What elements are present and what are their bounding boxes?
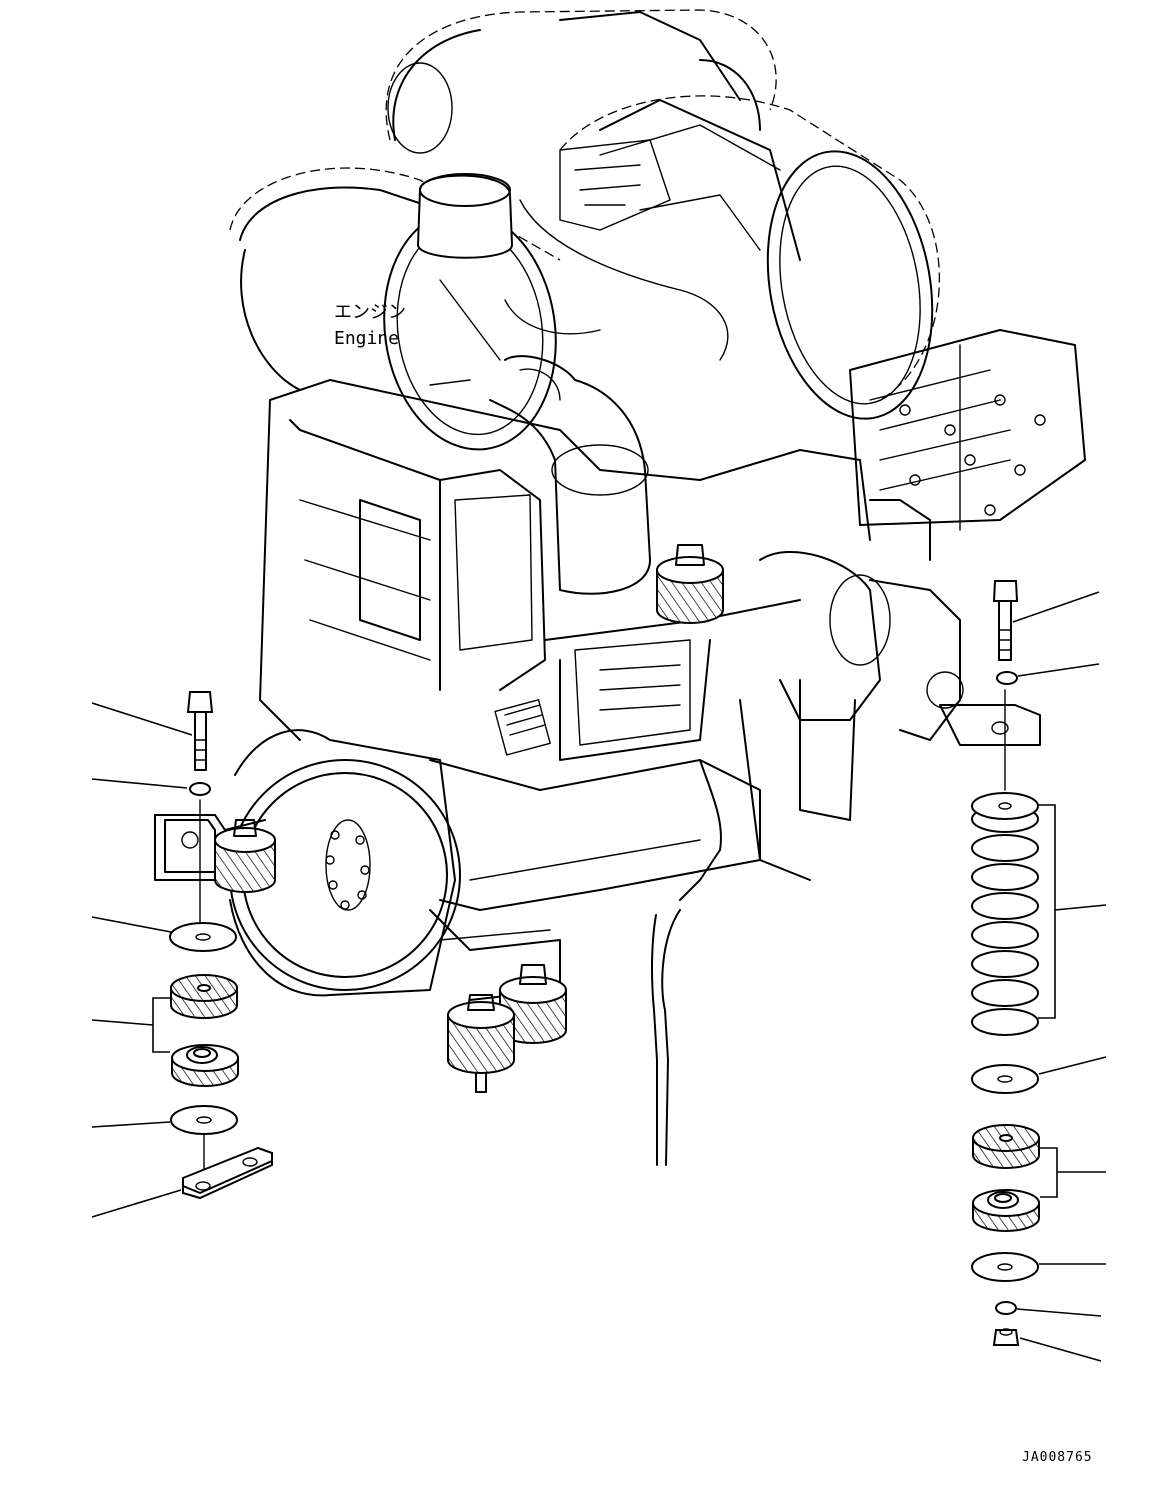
right-cushion-upper: [972, 1124, 1040, 1169]
leader-lines: [91, 591, 1107, 1362]
right-lock-washer: [996, 671, 1018, 685]
left-bolt: [186, 691, 214, 771]
engine-label-japanese: エンジン: [334, 302, 406, 323]
right-flat-washer-upper: [971, 1064, 1039, 1094]
left-plate: [182, 1146, 273, 1200]
right-mount-parts-stack: [971, 580, 1040, 1346]
right-lock-washer-lower: [995, 1301, 1017, 1315]
left-lock-washer: [189, 782, 211, 796]
assembled-mount-upper: [656, 544, 724, 624]
left-flat-washer-upper: [169, 922, 237, 952]
right-nut: [992, 1328, 1020, 1346]
right-bolt: [992, 580, 1019, 661]
engine-assembly: [154, 9, 1086, 1166]
left-mount-parts-stack: [169, 691, 273, 1200]
right-shim-stack: [971, 792, 1039, 1036]
engine-label-english: Engine: [334, 328, 399, 349]
right-flat-washer-lower: [971, 1252, 1039, 1282]
left-cushion-upper: [170, 974, 238, 1019]
assembled-mount-left: [214, 819, 276, 893]
right-cushion-lower: [972, 1189, 1040, 1232]
left-cushion-lower: [171, 1044, 239, 1087]
assembled-mount-pair: [447, 964, 567, 1093]
left-flat-washer-lower: [170, 1105, 238, 1135]
drawing-code: JA008765: [1022, 1450, 1093, 1465]
